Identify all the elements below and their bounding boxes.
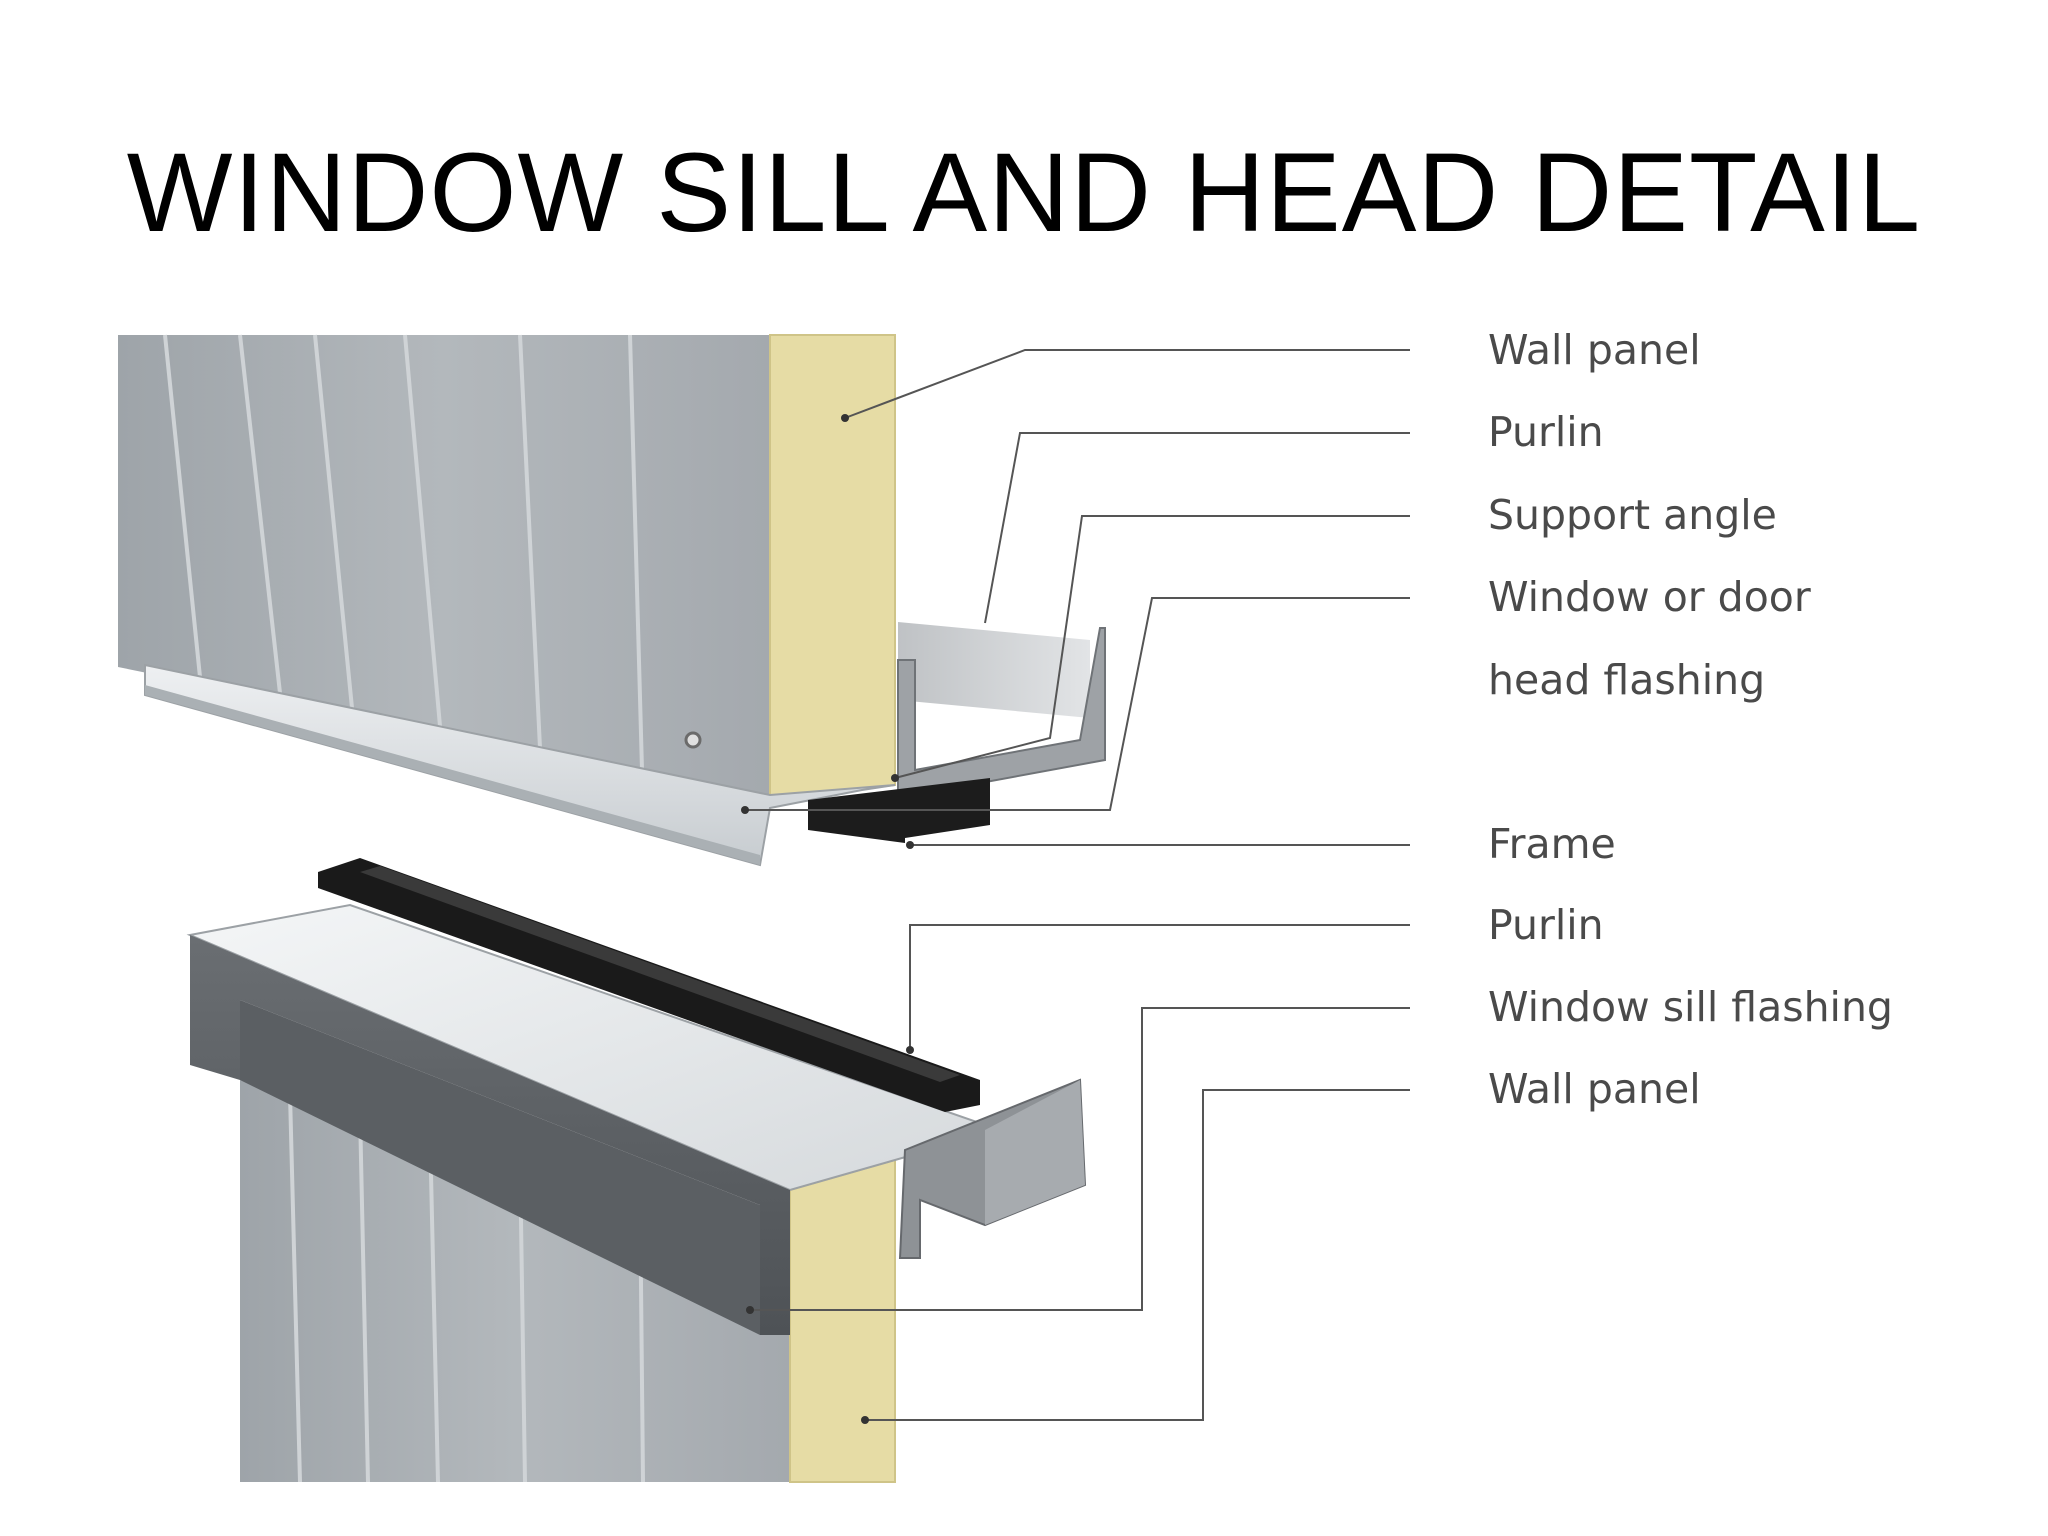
label-wall-panel-sill: Wall panel <box>1488 1065 1701 1113</box>
leader-support-angle <box>894 515 1410 779</box>
callout-labels: Wall panel Purlin Support angle Window o… <box>1488 326 1893 1113</box>
label-head-flashing: head flashing <box>1488 656 1765 704</box>
lower-frame <box>318 858 980 1112</box>
leader-purlin-head <box>984 432 1410 624</box>
leader-dot <box>906 841 914 849</box>
upper-wall-panel-face <box>118 335 770 800</box>
panel-screw-icon <box>684 731 702 749</box>
leader-wall-panel-sill <box>865 1089 1410 1421</box>
label-window-sill-flashing: Window sill flashing <box>1488 983 1893 1031</box>
label-purlin-sill: Purlin <box>1488 901 1604 949</box>
sill-flashing-drip <box>240 1000 760 1335</box>
slide-title: WINDOW SILL AND HEAD DETAIL <box>126 130 1922 255</box>
lower-wall-panel-insulation <box>789 1158 896 1483</box>
leader-dot <box>891 774 899 782</box>
leader-sill-flashing <box>750 1007 1410 1311</box>
label-support-angle: Support angle <box>1488 491 1777 539</box>
head-flashing-edge <box>145 685 760 865</box>
leader-lines <box>741 349 1410 1424</box>
label-wall-panel-head: Wall panel <box>1488 326 1701 374</box>
head-detail-illustration <box>118 334 1106 867</box>
leader-dot <box>861 1416 869 1424</box>
leader-dot <box>741 806 749 814</box>
leader-wall-panel-head <box>844 349 1410 419</box>
upper-wall-panel-insulation <box>769 334 896 802</box>
lower-frame-groove <box>360 866 960 1082</box>
label-purlin-head: Purlin <box>1488 408 1604 456</box>
upper-panel-ribs <box>163 334 644 771</box>
sill-flashing-face <box>190 935 790 1335</box>
leader-head-flashing <box>745 597 1410 811</box>
leader-dot <box>906 1046 914 1054</box>
leader-dot <box>841 414 849 422</box>
upper-purlin <box>898 622 1090 718</box>
leader-dot <box>746 1306 754 1314</box>
sill-detail-illustration <box>186 858 1087 1483</box>
lower-purlin-flange <box>985 1080 1085 1225</box>
label-window-or-door: Window or door <box>1488 573 1811 621</box>
leader-purlin-sill <box>909 924 1410 1050</box>
lower-wall-panel-face <box>240 1080 790 1482</box>
label-frame: Frame <box>1488 820 1616 868</box>
